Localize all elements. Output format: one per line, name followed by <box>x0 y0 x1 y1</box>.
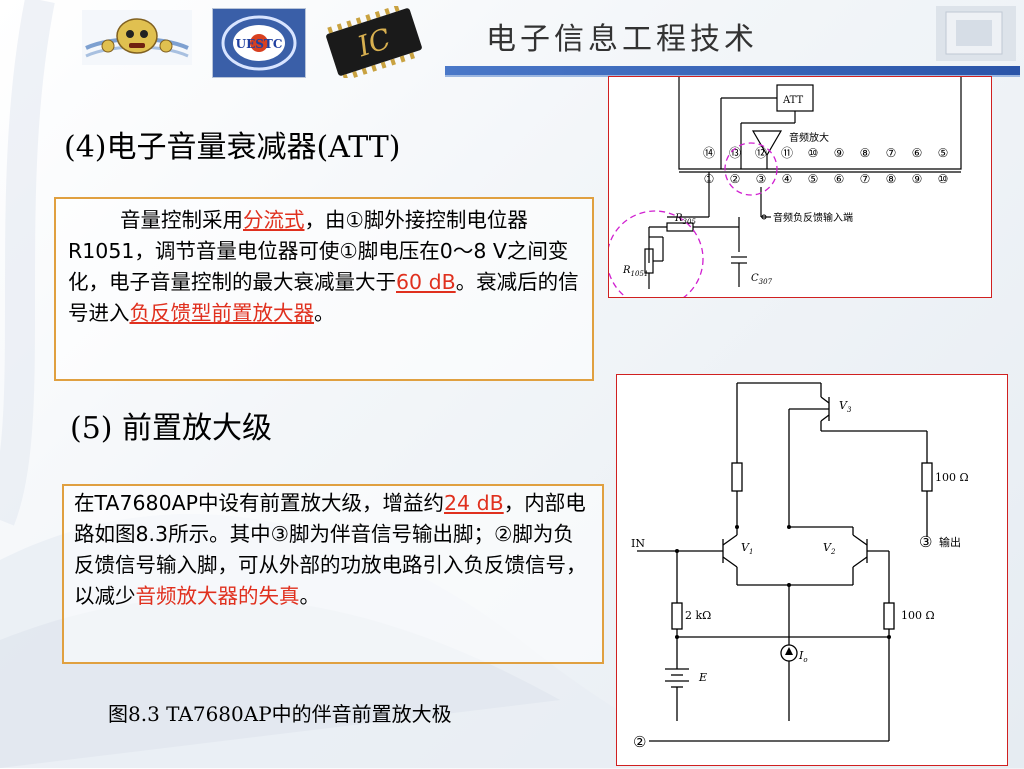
uestc-logo-text: UESTC <box>236 37 283 51</box>
section5-text-2: ，内部电路如图8.3所示。其中③脚为伴音信号输出脚；②脚为负反馈信号输入脚，可从… <box>74 491 587 608</box>
section4-heading: (4)电子音量衰减器(ATT) <box>64 130 401 165</box>
ic-pin-label: ⑤ <box>938 146 949 160</box>
pin-row-bottom: ① ② ③ ④ ⑤ ⑥ ⑦ ⑧ ⑨ ⑩ <box>704 172 949 186</box>
section4-text-box: 音量控制采用分流式，由①脚外接控制电位器R1051，调节音量电位器可使①脚电压在… <box>54 197 594 381</box>
ic-pin-label: ④ <box>782 172 793 186</box>
ic-pin-label: ⑨ <box>834 146 845 160</box>
ic-pin-label: ③ <box>756 172 767 186</box>
output-label: 输出 <box>939 535 961 549</box>
mascot-logo <box>82 10 192 65</box>
r305-label: R305 <box>674 213 696 226</box>
section5-text-3: 。 <box>299 584 321 608</box>
ic-pin-label: ⑫ <box>755 146 767 160</box>
section4-link-preamp[interactable]: 负反馈型前置放大器 <box>129 301 315 325</box>
ic-pin-label: ⑦ <box>886 146 897 160</box>
in-label: IN <box>631 537 645 550</box>
ic-pin-label: ② <box>730 172 741 186</box>
section4-text-2: ，由①脚外接控制电位器R1051，调节音量电位器可使①脚电压在0～8 V之间变化… <box>68 208 569 294</box>
section5-red-distortion: 音频放大器的失真 <box>135 584 300 608</box>
ic-chip-logo: IC <box>308 6 440 78</box>
section4-text-1: 音量控制采用 <box>120 208 243 232</box>
ic-pin-label: ⑥ <box>834 172 845 186</box>
v1-label: V1 <box>741 541 753 556</box>
v2-label: V2 <box>823 541 836 556</box>
corner-decoration <box>936 6 1016 61</box>
r-bottom-left-label: 2 kΩ <box>685 609 711 622</box>
ic-pin-label: ⑬ <box>729 146 741 160</box>
figure-caption: 图8.3 TA7680AP中的伴音前置放大极 <box>108 702 452 726</box>
feedback-label: 音频负反馈输入端 <box>773 211 853 224</box>
amp-label: 音频放大 <box>789 131 829 144</box>
att-label: ATT <box>782 95 804 106</box>
header: UESTC IC 电子信息工程技术 <box>0 0 1024 78</box>
e-label: E <box>698 671 707 684</box>
io-label: Io <box>798 649 808 664</box>
ic-pin-label: ⑨ <box>912 172 923 186</box>
ic-pin-label: ⑧ <box>860 146 871 160</box>
pin2-label: ② <box>633 733 646 751</box>
section5-text-box: 在TA7680AP中设有前置放大级，增益约24 dB，内部电路如图8.3所示。其… <box>62 484 604 664</box>
header-title: 电子信息工程技术 <box>486 22 758 57</box>
ic-pin-label: ⑧ <box>886 172 897 186</box>
r-bottom-right-label: 100 Ω <box>901 609 935 622</box>
ic-pin-label: ⑭ <box>703 146 715 160</box>
r1051-label: R1051 <box>622 265 648 278</box>
section4-link-60db[interactable]: 60 dB <box>396 270 456 294</box>
section5-text-1: 在TA7680AP中设有前置放大级，增益约 <box>74 491 445 515</box>
section4-text-4: 。 <box>314 301 335 325</box>
pin3-label: ③ <box>919 533 932 551</box>
ic-pin-label: ⑩ <box>808 146 819 160</box>
ic-pin-label: ⑤ <box>808 172 819 186</box>
c307-label: C307 <box>751 273 773 286</box>
ic-pin-label: ⑦ <box>860 172 871 186</box>
ic-pin-label: ⑩ <box>938 172 949 186</box>
preamp-circuit-diagram: IN V1 V2 V3 100 Ω 2 kΩ 100 Ω Io E ③ 输出 ② <box>631 382 969 751</box>
ic-pin-label: ⑪ <box>781 146 793 160</box>
section5-heading: (5) 前置放大级 <box>70 411 273 446</box>
v3-label: V3 <box>839 399 852 414</box>
header-accent-bar <box>445 66 1020 75</box>
section4-text-3: 。衰减后的信号进入 <box>68 270 579 325</box>
uestc-logo: UESTC <box>212 8 306 78</box>
highlight-circle-pins <box>724 142 778 196</box>
r-top-right-label: 100 Ω <box>935 471 969 484</box>
preamp-circuit-figure: IN V1 V2 V3 100 Ω 2 kΩ 100 Ω Io E ③ 输出 ② <box>616 374 1008 766</box>
ic-pin-label: ① <box>704 172 715 186</box>
ic-pin-label: ⑥ <box>912 146 923 160</box>
section4-link-shunt[interactable]: 分流式 <box>243 208 305 232</box>
section5-link-24db[interactable]: 24 dB <box>444 491 504 515</box>
